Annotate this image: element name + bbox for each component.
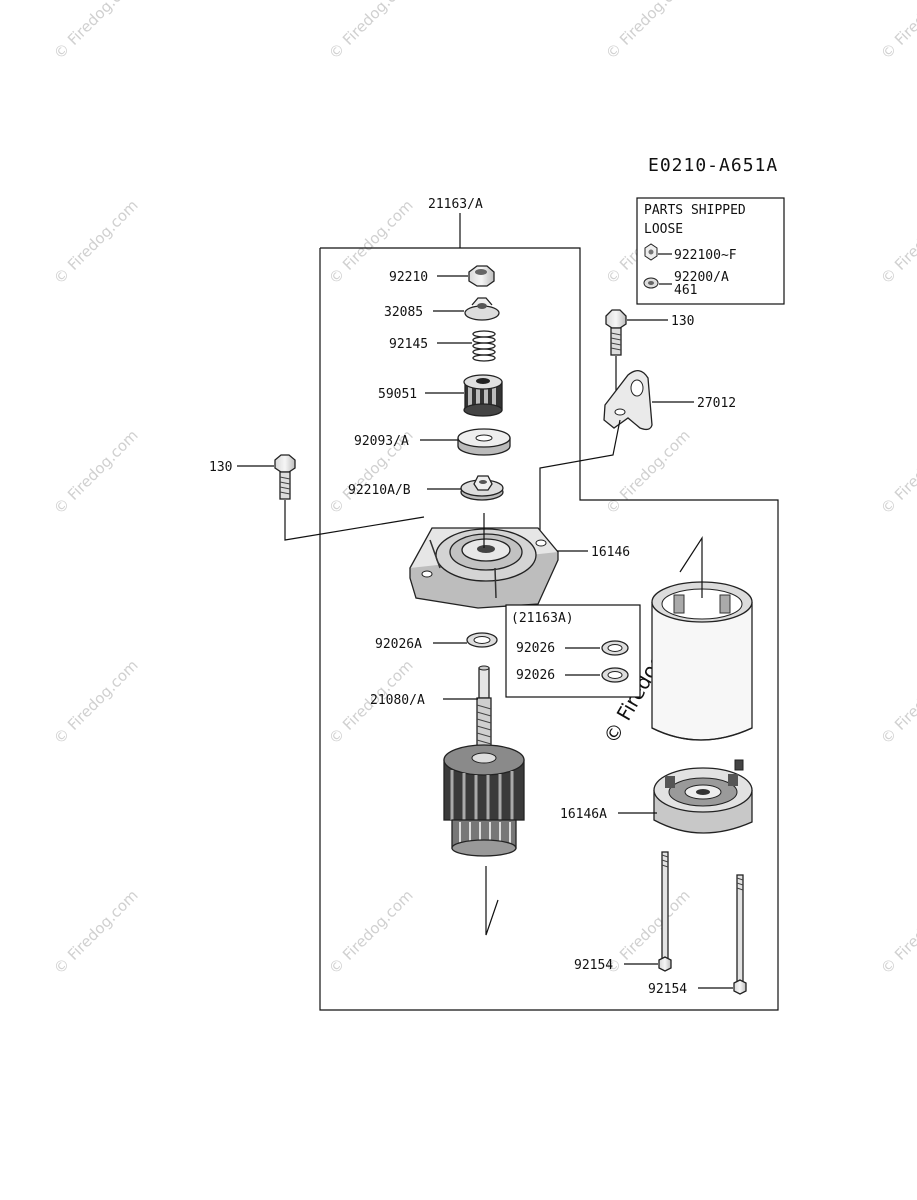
kit-box: (21163A) 92026 92026 [505, 604, 641, 698]
watermark-text: © Firedog.com [877, 426, 917, 518]
kit-box-title: (21163A) [511, 611, 574, 626]
stop-washer-part [457, 428, 511, 456]
watermark-text: © Firedog.com [50, 656, 142, 748]
label-pinion: 59051 [378, 387, 417, 402]
loose-item-2: 92200/A [674, 270, 729, 285]
label-armature: 21080/A [370, 693, 425, 708]
front-bracket-part [409, 527, 559, 609]
yoke-housing-part [651, 581, 753, 741]
watermark-text: © Firedog.com [50, 0, 142, 63]
label-through-bolt-2: 92154 [648, 982, 687, 997]
parts-shipped-loose-box: PARTS SHIPPED LOOSE 922100~F 92200/A 461 [636, 197, 785, 305]
loose-item-2-sub: 461 [674, 283, 697, 298]
watermark-text: © Firedog.com [602, 0, 694, 63]
left-bolt-part [274, 454, 296, 500]
label-washer-stop: 92093/A [354, 434, 409, 449]
watermark-text: © Firedog.com [877, 0, 917, 63]
right-bolt-part [605, 309, 627, 356]
watermark-text: © Firedog.com [877, 886, 917, 978]
armature-part [443, 665, 525, 857]
diagram-code: E0210-A651A [648, 155, 778, 176]
nut-part [468, 265, 495, 287]
assembly-frame [319, 213, 779, 1011]
label-bolt-left: 130 [209, 460, 232, 475]
watermark-text: © Firedog.com [50, 196, 142, 288]
label-rear-bracket: 16146A [560, 807, 607, 822]
watermark-text: © Firedog.com [325, 0, 417, 63]
watermark-text: © Firedog.com [50, 426, 142, 518]
rear-bracket-part [653, 759, 753, 834]
pinion-gear-part [463, 374, 503, 417]
collar-part [464, 297, 500, 321]
loose-item-1: 922100~F [674, 248, 737, 263]
stay-bracket-part [603, 370, 653, 431]
label-stay-bracket: 27012 [697, 396, 736, 411]
label-bolt-right: 130 [671, 314, 694, 329]
through-bolt-2-part [733, 874, 747, 995]
label-washer-a: 92026A [375, 637, 422, 652]
label-spring: 92145 [389, 337, 428, 352]
label-collar: 32085 [384, 305, 423, 320]
label-washer-kit-1: 92026 [516, 641, 555, 656]
nut-ab-part [460, 475, 504, 501]
label-nut-ab: 92210A/B [348, 483, 411, 498]
label-washer-kit-2: 92026 [516, 668, 555, 683]
label-front-bracket: 16146 [591, 545, 630, 560]
watermark-text: © Firedog.com [325, 886, 417, 978]
washer-a-part [466, 632, 498, 648]
label-assembly: 21163/A [428, 197, 483, 212]
watermark-text: © Firedog.com [877, 196, 917, 288]
loose-box-title: PARTS SHIPPED [644, 203, 746, 218]
label-through-bolt-1: 92154 [574, 958, 613, 973]
loose-box-title-2: LOOSE [644, 222, 683, 237]
watermark-text: © Firedog.com [877, 656, 917, 748]
through-bolt-1-part [658, 851, 672, 972]
label-nut: 92210 [389, 270, 428, 285]
watermark-text: © Firedog.com [50, 886, 142, 978]
spring-part [472, 330, 496, 362]
